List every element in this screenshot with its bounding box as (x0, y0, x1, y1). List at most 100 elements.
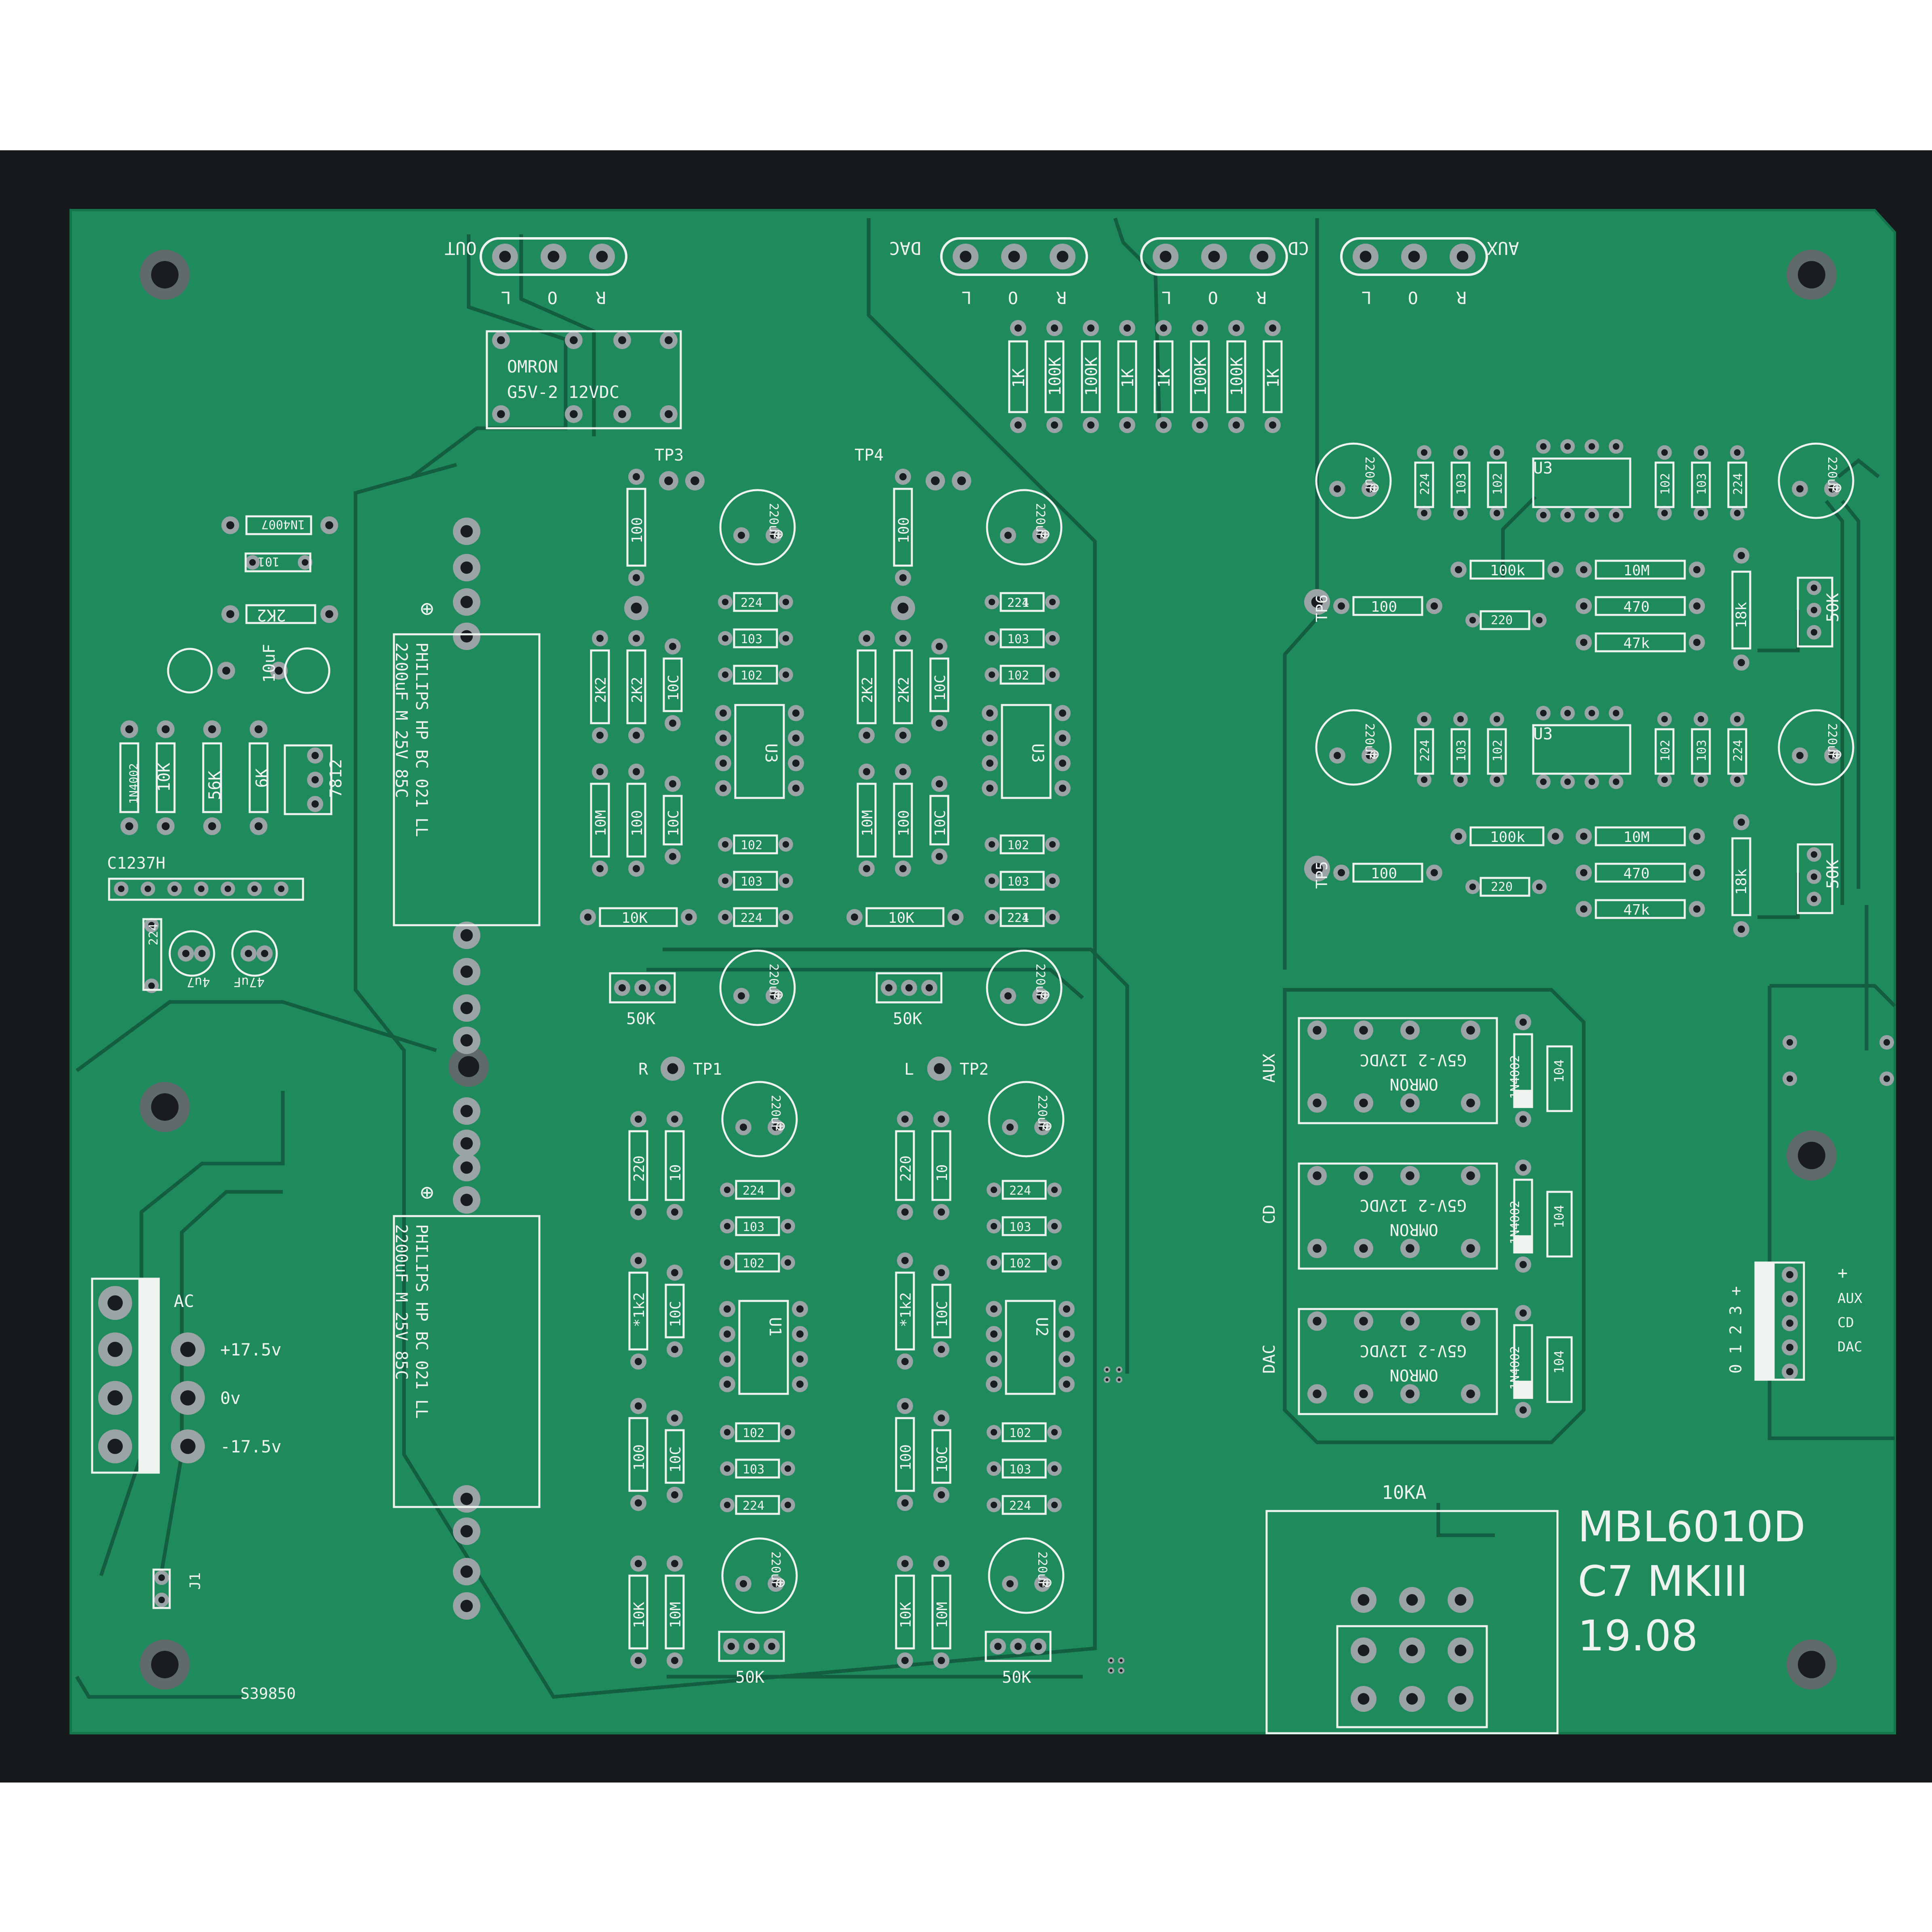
solder-pad (1515, 1402, 1531, 1418)
solder-pad (1807, 892, 1821, 906)
cap-label: 224 (743, 1499, 764, 1513)
solder-pad (1689, 634, 1705, 650)
resistor-label: 470 (1623, 599, 1650, 615)
input-resistor-body (1081, 340, 1101, 413)
solder-pad (660, 331, 678, 349)
title-version: C7 MKIII (1578, 1557, 1748, 1606)
solder-pad (1689, 865, 1705, 881)
solder-pad (1733, 547, 1749, 564)
cap-4u7: 4u7 (187, 974, 210, 990)
solder-pad (1354, 1093, 1373, 1113)
solder-pad (788, 780, 804, 796)
cap-body (1000, 628, 1045, 648)
relay-right-line1: OMRON (1390, 1075, 1438, 1093)
relay-right-line1: OMRON (1390, 1220, 1438, 1239)
solder-pad (733, 988, 749, 1004)
cap-label: 102 (1491, 473, 1505, 495)
resistor-body (895, 1271, 915, 1351)
solder-pad (628, 861, 644, 877)
electrolytic-cap (988, 1537, 1065, 1614)
solder-pad (1104, 1376, 1110, 1383)
relay-right-outline (1298, 1162, 1498, 1270)
polarity-mark: ⊕ (776, 1573, 785, 1592)
solder-pad (1585, 706, 1599, 720)
relay-right-outline (1298, 1017, 1498, 1124)
resistor-label: 10C (934, 1301, 951, 1327)
solder-pad (1329, 747, 1345, 764)
silkscreen-outlines (91, 237, 1854, 1734)
resistor-label: *1k2 (631, 1292, 648, 1327)
solder-pad (1307, 1311, 1327, 1331)
solder-pad (1609, 439, 1623, 454)
cap-body (735, 1458, 780, 1479)
solder-pad (1560, 774, 1575, 789)
resistor-label: 100 (896, 810, 912, 836)
solder-pad (1354, 1166, 1373, 1185)
solder-pad (453, 994, 480, 1022)
solder-pad (779, 837, 793, 852)
resistor-body (895, 1130, 915, 1201)
solder-pad (1450, 244, 1475, 269)
solder-pad (1400, 1021, 1420, 1040)
solder-pad (221, 605, 239, 623)
solder-pad (1515, 1014, 1531, 1030)
solder-pad (453, 922, 480, 949)
solder-pad (1609, 774, 1623, 789)
solder-pad (1054, 705, 1071, 721)
solder-pad (1461, 1093, 1480, 1113)
solder-pad (1304, 589, 1330, 615)
solder-pad (982, 780, 998, 796)
solder-pad (247, 882, 262, 896)
cap-label: 102 (1007, 838, 1029, 852)
cap-outline (168, 930, 215, 977)
solder-pad (1228, 320, 1244, 336)
solder-pad (1448, 1587, 1473, 1613)
solder-pad (1576, 865, 1592, 881)
resistor-label: 100 (629, 517, 646, 543)
solder-pad (453, 588, 480, 616)
resistor-body (119, 742, 139, 813)
polarity-mark: ⊕ (1042, 1117, 1052, 1135)
resistor-body (929, 657, 949, 712)
chip-u1: U1 (766, 1317, 784, 1336)
solder-pad (718, 837, 732, 852)
resistor-body (665, 1574, 685, 1650)
electrolytic-cap (1778, 442, 1854, 519)
electrolytic-cap (719, 489, 796, 566)
solder-pad (766, 527, 782, 543)
channel-r-label: R (638, 1060, 648, 1079)
polarity-mark: ⊕ (776, 1117, 785, 1135)
cap-value: 220uF (1033, 503, 1047, 539)
cap-body (1000, 907, 1045, 927)
cap-value: 220uF (1035, 1551, 1049, 1588)
cap-label: 221 (1007, 596, 1029, 610)
solder-pad (1192, 417, 1208, 433)
mounting-hole (448, 1046, 489, 1087)
solder-pad (1453, 506, 1468, 520)
cap-body (1546, 1191, 1573, 1258)
solder-pad (580, 909, 596, 925)
resistor-label: 47k (1623, 902, 1650, 918)
cap-label: 224 (1009, 1184, 1031, 1198)
solder-pad (895, 630, 911, 646)
cap-label: 103 (1454, 473, 1469, 495)
solder-pad (1515, 1256, 1531, 1273)
solder-pad (1807, 625, 1821, 640)
resistor-10k: 10K (155, 763, 174, 792)
relay-cap-label: 104 (1551, 1350, 1567, 1374)
cap-label: 103 (741, 632, 762, 646)
resistor-label: 10M (1623, 829, 1650, 846)
solder-pad (681, 909, 697, 925)
pin-label-l: L (962, 288, 972, 307)
solder-pad (718, 910, 732, 924)
resistor-body (929, 795, 949, 846)
resistor-body (626, 783, 646, 858)
solder-pad (1792, 747, 1808, 764)
solder-pad (895, 727, 911, 743)
cap-label: 103 (1695, 740, 1709, 762)
pin-label-r: R (1456, 288, 1467, 307)
resistor-label: 10C (667, 1301, 684, 1327)
solder-pad (630, 1111, 646, 1127)
resistor-body (1595, 863, 1686, 883)
solder-pad (154, 1593, 169, 1607)
